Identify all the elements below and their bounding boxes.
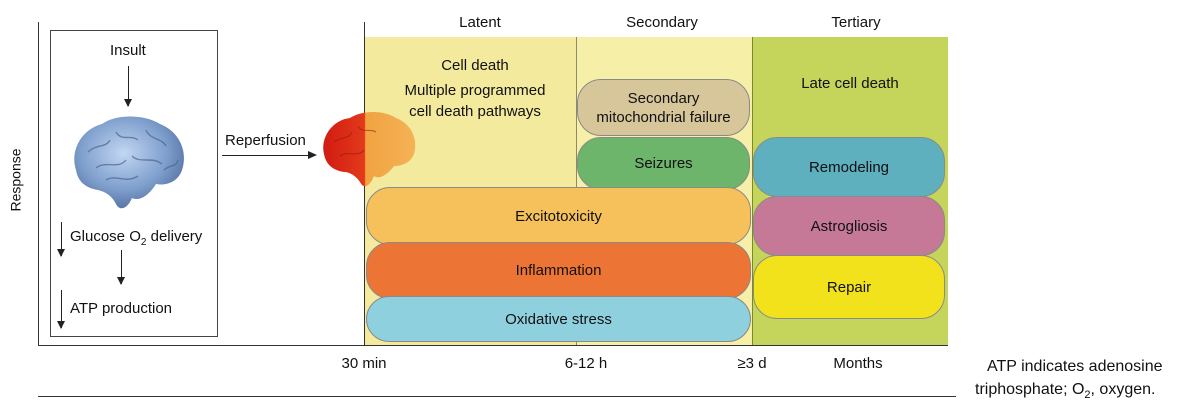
initial-insult-box [50, 30, 218, 337]
inflammation-bar: Inflammation [366, 242, 751, 299]
seizures-bar: Seizures [577, 137, 750, 190]
programmed-death-line1: Multiple programmed [404, 82, 546, 99]
programmed-death-line2: cell death pathways [409, 103, 541, 120]
x-axis-line [38, 345, 948, 346]
footnote-line1: ATP indicates adenosine [987, 358, 1163, 375]
repair-bar: Repair [753, 255, 945, 319]
time-label-30min: 30 min [341, 355, 387, 372]
brain-blue-icon [74, 116, 184, 209]
late-cell-death-label: Late cell death [801, 75, 899, 92]
excitotoxicity-bar: Excitotoxicity [366, 187, 751, 245]
y-axis-label: Response [7, 148, 24, 212]
glucose-arrow-icon [57, 222, 65, 257]
footnote-line2: triphosphate; O2, oxygen. [975, 381, 1156, 401]
brain-reperfused-icon [323, 112, 416, 187]
phase-header-tertiary: Tertiary [831, 14, 881, 31]
atp-arrow-icon [57, 290, 65, 329]
glucose-delivery-label: Glucose O2 delivery [70, 228, 203, 248]
y-axis-line [38, 22, 39, 345]
oxidative-stress-bar: Oxidative stress [366, 296, 751, 342]
remodeling-bar: Remodeling [753, 137, 945, 197]
secondary-mitochondrial-failure-bar: Secondary mitochondrial failure [577, 79, 750, 136]
bottom-rule [38, 396, 956, 397]
reperfusion-arrow-icon [308, 151, 317, 159]
insult-arrow-icon [124, 66, 132, 107]
delivery-arrow-icon [117, 250, 125, 285]
astrogliosis-bar: Astrogliosis [753, 196, 945, 256]
time-divider-3d [752, 37, 753, 345]
time-label-6-12h: 6-12 h [564, 355, 608, 372]
insult-label: Insult [110, 42, 146, 59]
reperfusion-label: Reperfusion [225, 132, 306, 149]
reperfusion-arrow-line [222, 155, 310, 156]
time-label-3d: ≥3 d [737, 355, 767, 372]
phase-header-latent: Latent [459, 14, 501, 31]
atp-production-label: ATP production [70, 300, 173, 317]
phase-header-secondary: Secondary [626, 14, 698, 31]
time-label-months: Months [833, 355, 883, 372]
cell-death-label: Cell death [441, 57, 509, 74]
